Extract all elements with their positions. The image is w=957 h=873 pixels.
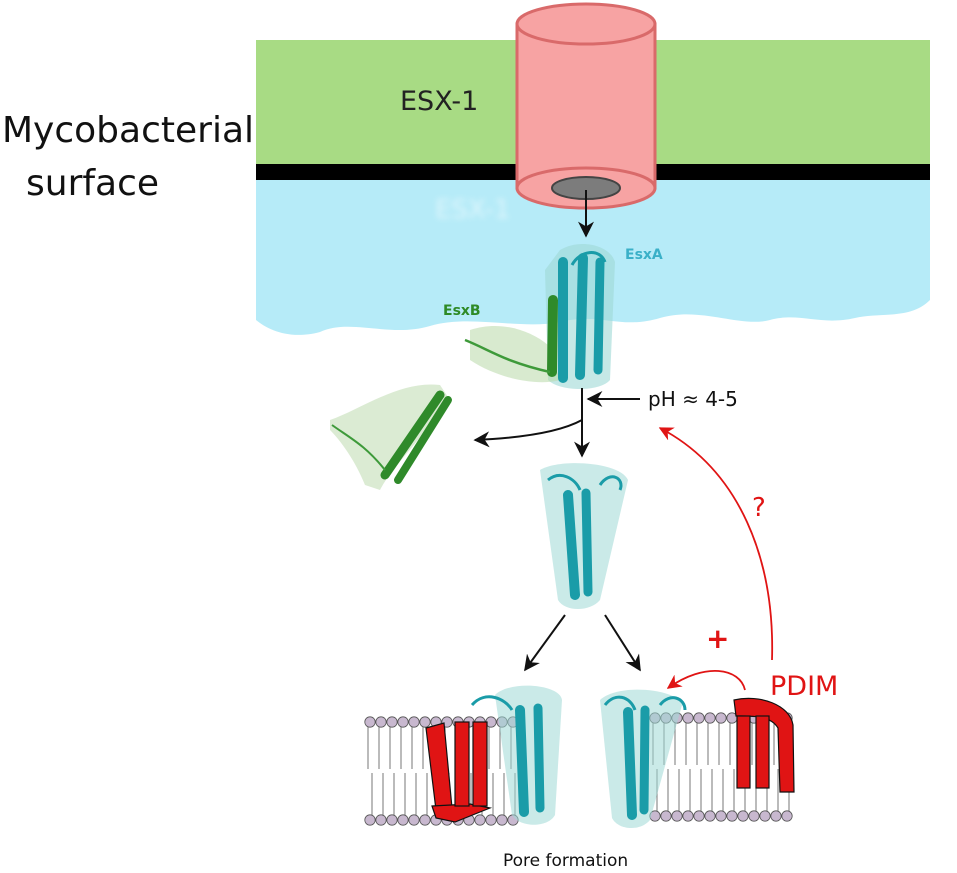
ph-label: pH ≈ 4-5	[648, 387, 738, 411]
pore-formation-caption: Pore formation	[503, 851, 628, 871]
esxa-label: EsxA	[625, 247, 663, 263]
free-esxb	[330, 384, 452, 490]
inserted-esxa-left	[470, 685, 562, 825]
pdim-question-arrow	[658, 427, 774, 661]
inserted-esxa-right	[600, 689, 687, 829]
esx1-channel	[515, 2, 657, 210]
pdim-molecule-right	[733, 697, 795, 793]
question-label: ?	[752, 493, 766, 523]
surface-label-line2: surface	[26, 163, 159, 204]
free-esxa	[540, 463, 628, 609]
pore-arrow-left	[524, 614, 566, 672]
esx-faded-label: ESX-1	[435, 195, 510, 225]
pdim-label: PDIM	[770, 671, 838, 702]
pore-arrow-right	[604, 614, 641, 672]
esxb-release-arrow	[473, 419, 583, 448]
plus-label: +	[706, 622, 729, 655]
pdim-molecule-left	[425, 721, 493, 823]
esx-membrane-label: ESX-1	[400, 86, 478, 117]
pdim-plus-arrow	[666, 669, 746, 691]
surface-label-line1: Mycobacterial	[2, 110, 254, 151]
esxa-esxb-complex	[464, 243, 615, 389]
esxb-label: EsxB	[443, 303, 481, 319]
